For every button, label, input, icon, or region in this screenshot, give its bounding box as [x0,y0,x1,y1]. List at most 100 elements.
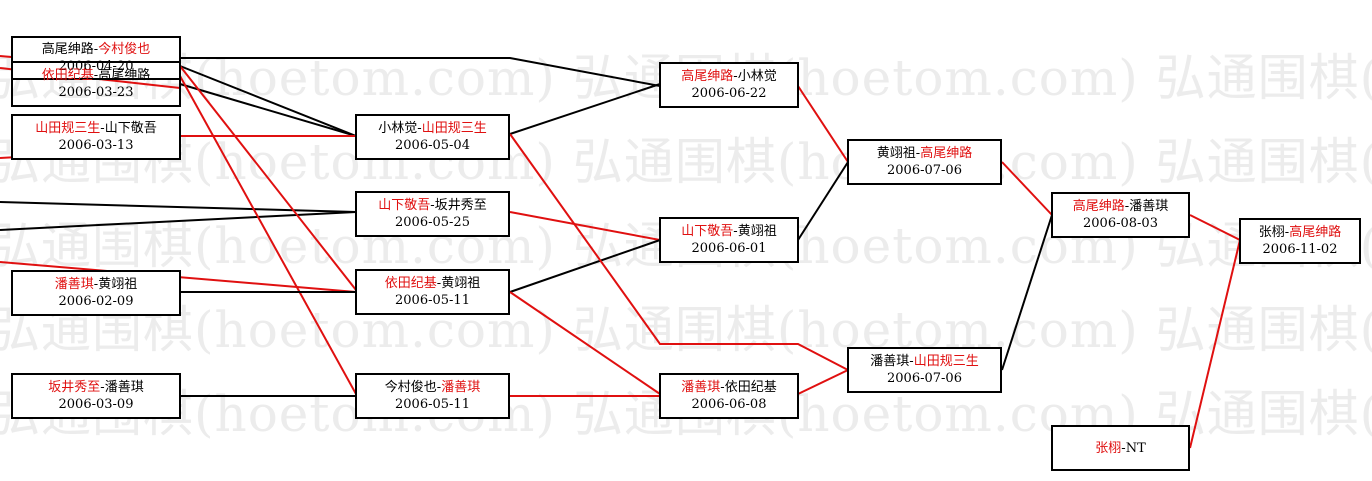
player-2: 坂井秀至 [434,198,487,213]
player-2: 潘善琪 [1129,199,1169,214]
match-date: 2006-06-01 [691,241,767,256]
match-date: 2006-11-02 [1262,242,1338,257]
player-2: 高尾绅路 [98,68,151,83]
match-players: 黄翊祖-高尾绅路 [876,146,973,161]
match-players: 今村俊也-潘善琪 [384,380,481,395]
match-node: 潘善琪-山田规三生 2006-07-06 [847,347,1002,393]
match-players: 张栩-NT [1095,440,1146,456]
player-1: 山下敬吾 [681,224,734,239]
player-1: 山田规三生 [35,121,101,136]
match-node: 坂井秀至-潘善琪 2006-03-09 [11,373,181,419]
match-players: 潘善琪-山田规三生 [870,354,979,369]
player-2: 山田规三生 [421,121,487,136]
player-2: 黄翊祖 [98,277,138,292]
match-players: 张栩-高尾绅路 [1258,225,1342,240]
player-2: 山田规三生 [913,354,979,369]
match-players: 山田规三生-山下敬吾 [35,121,157,136]
bracket-line [509,133,849,371]
match-date: 2006-07-06 [887,163,962,178]
match-node: 依田纪基-高尾绅路 2006-03-23 [11,61,181,107]
bracket-line [179,65,357,291]
match-date: 2006-03-09 [58,397,134,412]
player-1: 依田纪基 [384,276,437,291]
player-1: 依田纪基 [41,68,94,83]
match-node: 黄翊祖-高尾绅路 2006-07-06 [847,139,1002,185]
player-1: 高尾绅路 [1072,199,1125,214]
bracket-line [797,161,849,241]
match-players: 高尾绅路-潘善琪 [1072,199,1169,214]
bracket-line [1189,239,1241,449]
match-date: 2006-03-13 [58,138,134,153]
player-2: 潘善琪 [104,380,144,395]
match-node-final: 张栩-高尾绅路 2006-11-02 [1239,218,1361,264]
match-date: 2006-05-04 [395,138,470,153]
player-1: 潘善琪 [54,277,94,292]
match-date: 2006-06-08 [691,397,767,412]
player-1: 高尾绅路 [41,42,94,57]
bracket-line [509,239,661,293]
match-date: 2006-03-23 [58,85,134,100]
match-date: 2006-05-11 [395,397,470,412]
match-players: 小林觉-山田规三生 [378,121,487,136]
match-node: 山下敬吾-黄翊祖 2006-06-01 [659,217,799,263]
match-players: 潘善琪-依田纪基 [681,380,777,395]
bracket-line [1001,214,1053,371]
player-2: NT [1125,440,1146,456]
player-2: 潘善琪 [441,380,481,395]
match-players: 坂井秀至-潘善琪 [48,380,144,395]
bracket-line [509,83,661,135]
match-node: 山下敬吾-坂井秀至 2006-05-25 [355,191,510,237]
player-1: 坂井秀至 [48,380,101,395]
match-players: 高尾绅路-今村俊也 [41,42,151,57]
bracket-line [0,201,357,213]
match-node: 潘善琪-依田纪基 2006-06-08 [659,373,799,419]
player-1: 张栩 [1258,225,1285,240]
match-players: 依田纪基-黄翊祖 [384,276,481,291]
match-players: 山下敬吾-黄翊祖 [681,224,777,239]
bracket-line [509,291,661,395]
match-node: 山田规三生-山下敬吾 2006-03-13 [11,114,181,160]
player-1: 黄翊祖 [876,146,916,161]
player-1: 张栩 [1095,440,1122,456]
match-node: 依田纪基-黄翊祖 2006-05-11 [355,269,510,315]
bracket-line [179,83,357,137]
bracket-line [509,211,661,241]
player-2: 小林觉 [737,69,777,84]
bracket-line [1001,161,1053,216]
player-2: 高尾绅路 [920,146,973,161]
player-1: 小林觉 [378,121,418,136]
match-players: 山下敬吾-坂井秀至 [378,198,487,213]
player-1: 潘善琪 [870,354,910,369]
match-node: 小林觉-山田规三生 2006-05-04 [355,114,510,160]
player-1: 潘善琪 [681,380,721,395]
match-node: 张栩-NT [1051,425,1190,471]
player-1: 山下敬吾 [378,198,431,213]
player-2: 黄翊祖 [441,276,481,291]
bracket-line [797,85,849,163]
match-players: 高尾绅路-小林觉 [681,69,777,84]
match-players: 潘善琪-黄翊祖 [54,277,138,292]
player-2: 高尾绅路 [1289,225,1342,240]
match-date: 2006-08-03 [1083,216,1158,231]
player-2: 依田纪基 [724,380,777,395]
player-1: 今村俊也 [384,380,437,395]
match-date: 2006-06-22 [691,86,767,101]
bracket-line [797,369,849,395]
player-2: 山下敬吾 [104,121,157,136]
player-2: 黄翊祖 [737,224,777,239]
player-1: 高尾绅路 [681,69,734,84]
match-players: 依田纪基-高尾绅路 [41,68,151,83]
match-node: 高尾绅路-小林觉 2006-06-22 [659,62,799,108]
match-node: 今村俊也-潘善琪 2006-05-11 [355,373,510,419]
match-date: 2006-07-06 [887,371,962,386]
bracket-line [180,57,661,87]
bracket-line [1189,214,1241,241]
match-node: 潘善琪-黄翊祖 2006-02-09 [11,270,181,316]
bracket-line [179,65,357,137]
player-2: 今村俊也 [98,42,151,57]
match-date: 2006-05-11 [395,293,470,308]
match-date: 2006-05-25 [395,215,470,230]
match-date: 2006-02-09 [58,294,134,309]
bracket-line [179,75,357,395]
match-node: 高尾绅路-潘善琪 2006-08-03 [1051,192,1190,238]
